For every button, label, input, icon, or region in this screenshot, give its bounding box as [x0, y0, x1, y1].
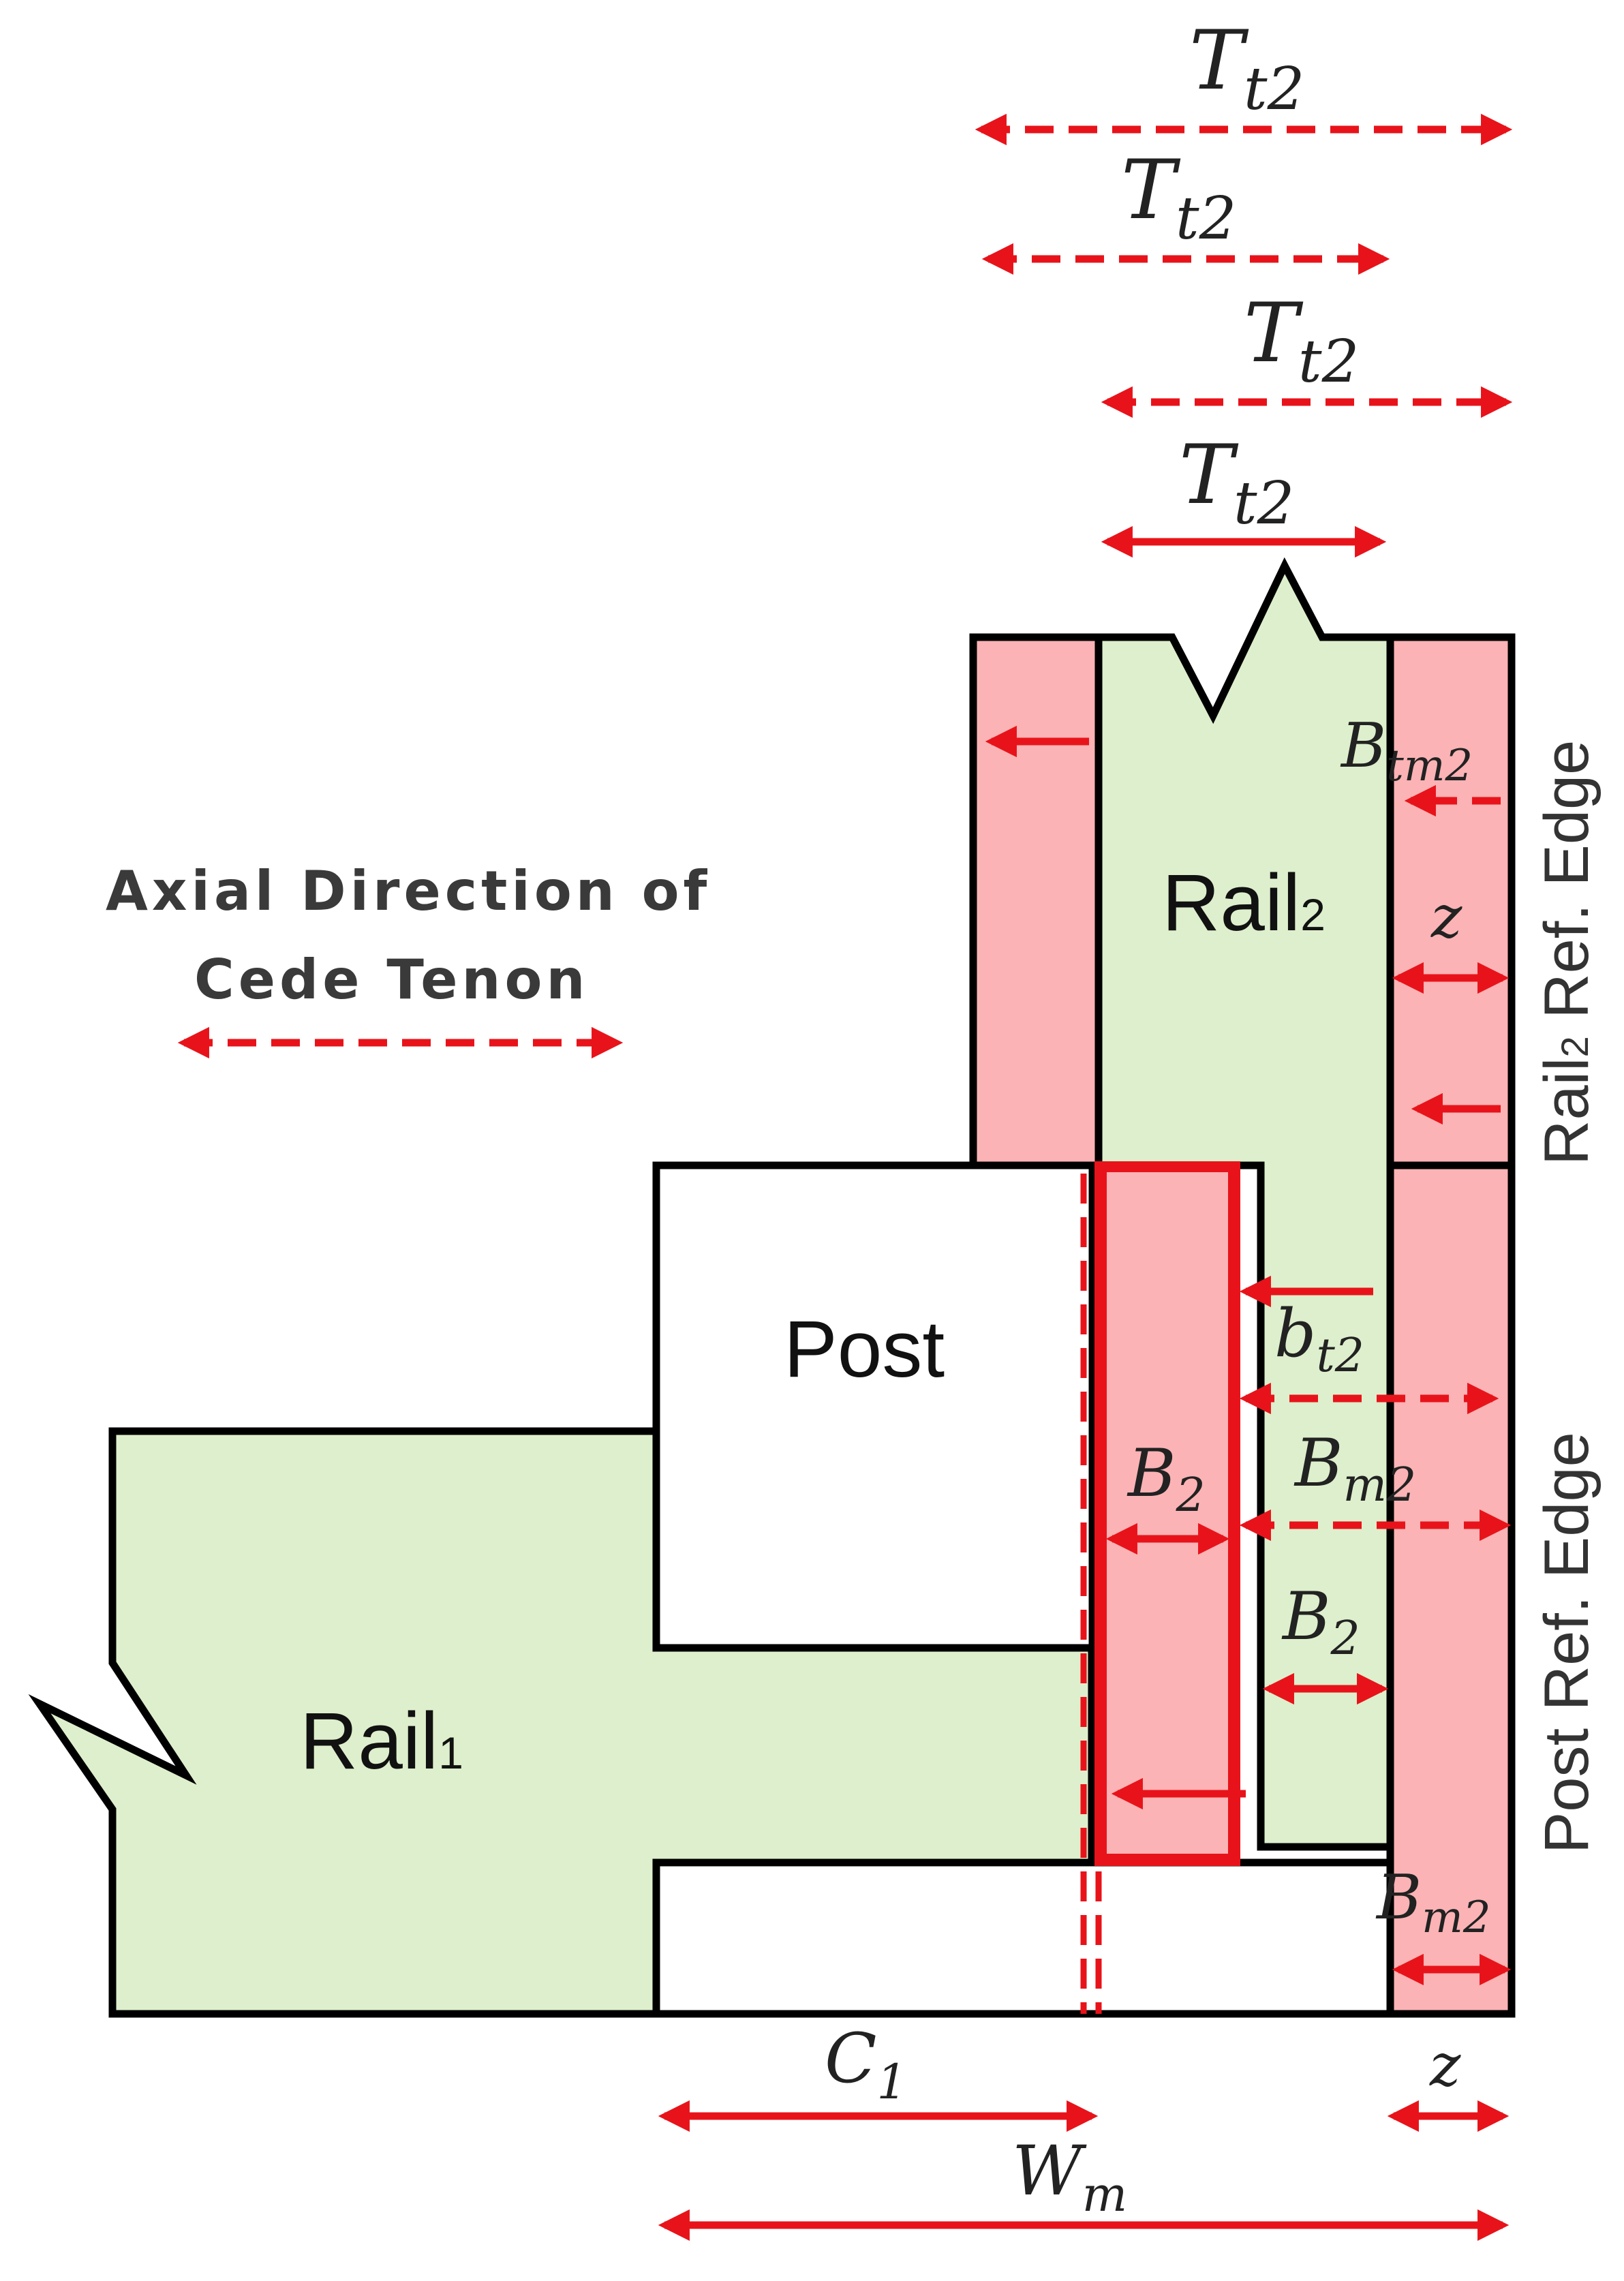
tenon-middle: [1094, 1161, 1240, 1866]
rail1-label: Rail1: [300, 1696, 463, 1786]
rail2-ref-edge-label: Rail2 Ref. Edge: [1532, 740, 1602, 1165]
post-label: Post: [784, 1304, 945, 1394]
tt2-label-c: Tt2: [1244, 286, 1359, 396]
bm2-mid-label: Bm2: [1293, 1425, 1416, 1512]
wm-label: Wm: [1012, 2131, 1127, 2222]
bm2-low-label: Bm2: [1375, 1862, 1491, 1943]
bt2-label: bt2: [1274, 1296, 1364, 1383]
post-body: [652, 1161, 1097, 1652]
tenon-lower-right: [1386, 1161, 1516, 2018]
c1-label: C1: [825, 2019, 907, 2110]
btm2-label: Btm2: [1340, 710, 1473, 791]
tt2-label-a: Tt2: [1189, 14, 1304, 123]
rail2-label: Rail2: [1162, 858, 1326, 948]
tt2-label-b: Tt2: [1121, 143, 1236, 253]
b2-right-label: B2: [1281, 1578, 1360, 1666]
tenon-middle-outline: [1101, 1167, 1234, 1859]
z-lower-label: z: [1429, 2032, 1461, 2100]
b2-left-label: B2: [1127, 1435, 1206, 1522]
post-ref-edge-label: Post Ref. Edge: [1532, 1432, 1602, 1854]
tt2-label-d: Tt2: [1179, 428, 1294, 538]
axial-direction-line2: Cede Tenon: [194, 948, 589, 1011]
z-upper-label: z: [1430, 883, 1462, 951]
tenon-upper-left: [969, 633, 1103, 1169]
axial-direction-line1: Axial Direction of: [106, 859, 711, 923]
